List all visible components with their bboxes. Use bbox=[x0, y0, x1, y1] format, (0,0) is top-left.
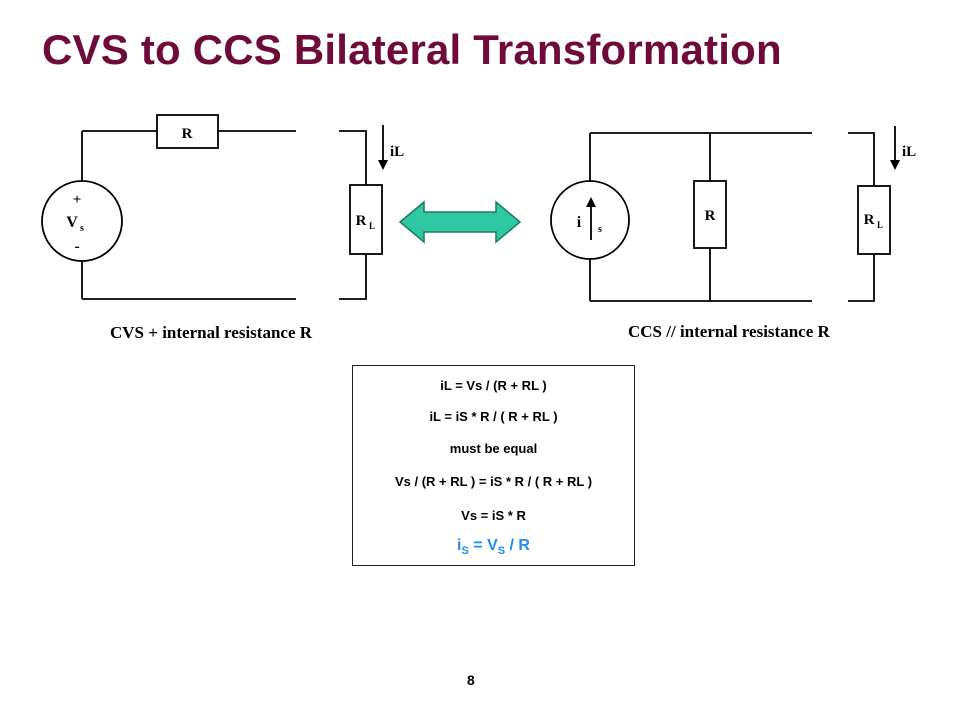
voltage-source-label: V bbox=[66, 214, 78, 231]
ccs-current-arrow-head bbox=[890, 160, 900, 170]
cvs-circuit bbox=[41, 114, 384, 300]
equation-4: Vs / (R + RL ) = iS * R / ( R + RL ) bbox=[394, 474, 593, 489]
current-source-subscript: s bbox=[598, 224, 602, 235]
cvs-caption: CVS + internal resistance R bbox=[110, 323, 313, 342]
source-plus-sign: + bbox=[73, 192, 82, 208]
ccs-circuit bbox=[550, 126, 896, 302]
shunt-resistor-label: R bbox=[705, 208, 716, 224]
final-equation: iS = VS / R bbox=[353, 537, 634, 557]
series-resistor-label: R bbox=[182, 126, 193, 142]
slide-title: CVS to CCS Bilateral Transformation bbox=[42, 26, 782, 73]
cvs-load-subscript: L bbox=[369, 221, 375, 231]
equation-2: iL = iS * R / ( R + RL ) bbox=[429, 409, 558, 424]
equation-box: iL = Vs / (R + RL ) iL = iS * R / ( R + … bbox=[352, 365, 635, 566]
cvs-load-label: R bbox=[356, 213, 367, 229]
equation-3: must be equal bbox=[449, 441, 538, 456]
cvs-load-resistor bbox=[349, 184, 383, 255]
cvs-load-wire-top bbox=[339, 130, 367, 185]
series-resistor bbox=[156, 114, 219, 149]
equation-5: Vs = iS * R bbox=[461, 508, 526, 523]
ccs-load-resistor bbox=[857, 185, 891, 255]
ccs-load-wire-top bbox=[848, 132, 875, 186]
bidirectional-arrow bbox=[398, 200, 522, 244]
equation-1: iL = Vs / (R + RL ) bbox=[440, 378, 547, 393]
final-i-subscript: S bbox=[461, 545, 469, 558]
cvs-current-arrow-head bbox=[378, 160, 388, 170]
ccs-load-label: R bbox=[864, 212, 875, 228]
source-minus-sign: - bbox=[74, 238, 79, 255]
current-source-arrow-head bbox=[586, 197, 596, 207]
final-v-subscript: S bbox=[497, 545, 506, 558]
voltage-source-subscript: s bbox=[80, 223, 84, 234]
final-tail: / R bbox=[505, 537, 530, 554]
cvs-load-wire-bottom bbox=[339, 254, 367, 300]
ccs-load-wire-bottom bbox=[848, 254, 875, 302]
ccs-caption: CCS // internal resistance R bbox=[628, 322, 830, 341]
final-mid: = V bbox=[468, 537, 498, 554]
shunt-resistor bbox=[693, 180, 727, 249]
voltage-source-symbol bbox=[41, 180, 123, 262]
ccs-current-label: iL bbox=[902, 144, 916, 160]
cvs-current-label: iL bbox=[390, 144, 404, 160]
final-i: i bbox=[457, 537, 462, 554]
current-source-symbol bbox=[550, 180, 630, 260]
ccs-load-subscript: L bbox=[877, 220, 883, 230]
page-number: 8 bbox=[467, 672, 475, 688]
current-source-label: i bbox=[577, 214, 582, 231]
